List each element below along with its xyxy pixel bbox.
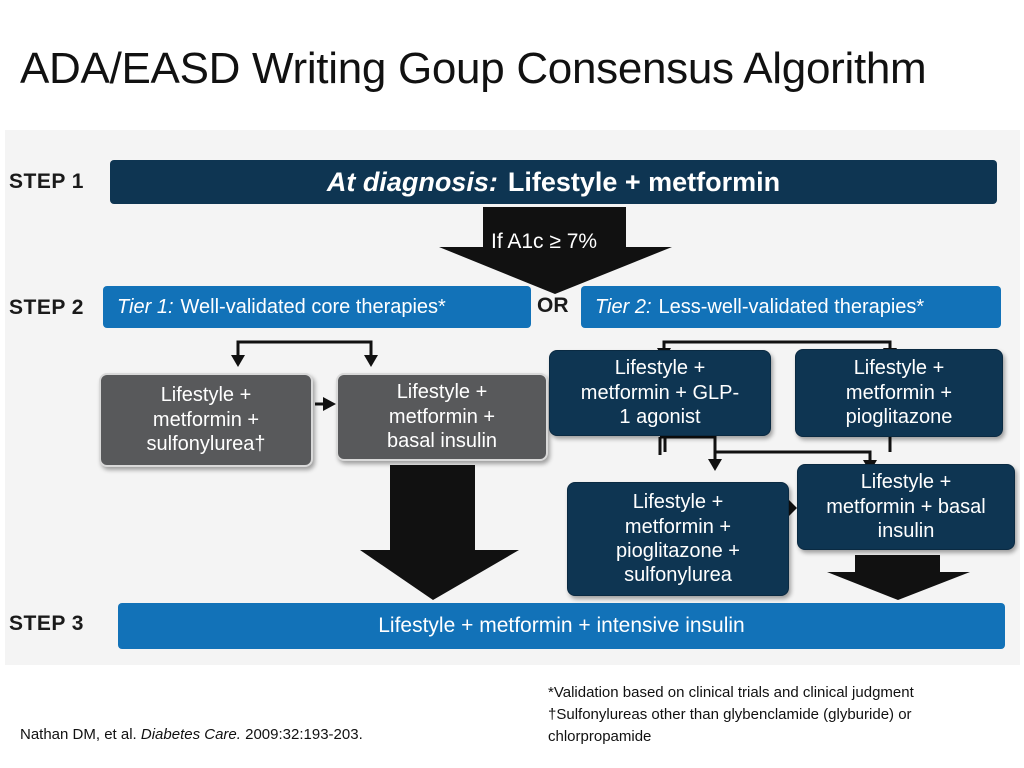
box-line: Lifestyle + <box>396 381 488 404</box>
tier1-prefix: Tier 1: <box>117 295 174 318</box>
box-line: Lifestyle + <box>632 491 724 514</box>
box-line: sulfonylurea <box>624 564 732 587</box>
arrow-condition-label: If A1c ≥ 7% <box>491 230 598 253</box>
tier2-to-step3-arrow <box>827 555 970 600</box>
tier1-left-arrowhead <box>231 355 245 367</box>
footnote-validation: *Validation based on clinical trials and… <box>548 684 914 701</box>
tier2-lower-left-arrowhead <box>708 459 722 471</box>
box-line: metformin + <box>845 381 953 404</box>
tier2-lower-right-connector <box>715 450 872 460</box>
box-line: Lifestyle + <box>160 384 252 407</box>
tier2-box-pioglitazone: Lifestyle + metformin + pioglitazone <box>795 349 1003 437</box>
tier1-box-basal-insulin: Lifestyle + metformin + basal insulin <box>336 373 548 461</box>
tier2-lower-link-arrowhead <box>787 498 797 518</box>
tier2-text: Less-well-validated therapies* <box>658 295 925 318</box>
tier2-box-basal-insulin: Lifestyle + metformin + basal insulin <box>797 464 1015 550</box>
tier1-split-connector <box>236 340 373 355</box>
box-line: metformin + GLP- <box>580 381 740 404</box>
tier2-box-glp1: Lifestyle + metformin + GLP- 1 agonist <box>549 350 771 436</box>
citation-details: 2009:32:193-203. <box>245 726 363 743</box>
box-line: sulfonylurea† <box>146 433 266 456</box>
citation-authors: Nathan DM, et al. <box>20 726 137 743</box>
tier2-prefix: Tier 2: <box>595 295 652 318</box>
box-line: Lifestyle + <box>614 357 706 380</box>
tier1-right-arrowhead <box>364 355 378 367</box>
step1-bar: At diagnosis: Lifestyle + metformin <box>110 160 997 204</box>
condition-arrow-shape <box>439 207 672 294</box>
box-line: insulin <box>877 520 935 543</box>
step3-label: STEP 3 <box>9 612 84 635</box>
footnotes: *Validation based on clinical trials and… <box>548 682 914 748</box>
tier1-link-arrowhead <box>323 397 336 411</box>
box-line: metformin + <box>388 405 496 428</box>
or-label: OR <box>537 294 569 317</box>
box-line: Lifestyle + <box>853 357 945 380</box>
footnote-sulfonylureas: †Sulfonylureas other than glybenclamide … <box>548 706 912 723</box>
diagram-connectors <box>231 207 970 600</box>
step3-bar: Lifestyle + metformin + intensive insuli… <box>118 603 1005 649</box>
box-line: metformin + basal <box>826 495 986 518</box>
box-line: 1 agonist <box>619 406 701 429</box>
tier2-split-connector <box>662 340 892 348</box>
box-line: pioglitazone <box>845 406 953 429</box>
algorithm-diagram: STEP 1 STEP 2 STEP 3 At diagnosis: Lifes… <box>5 130 1020 665</box>
step1-bar-prefix: At diagnosis: <box>326 166 498 197</box>
citation: Nathan DM, et al. Diabetes Care. 2009:32… <box>20 726 363 743</box>
box-line: basal insulin <box>386 430 498 453</box>
slide-title: ADA/EASD Writing Goup Consensus Algorith… <box>20 44 927 93</box>
tier1-box-sulfonylurea: Lifestyle + metformin + sulfonylurea† <box>99 373 313 467</box>
step2-label: STEP 2 <box>9 296 84 319</box>
box-line: pioglitazone + <box>616 540 740 562</box>
tier1-text: Well-validated core therapies* <box>180 295 446 318</box>
tier2-box-pioglitazone-sulfonylurea: Lifestyle + metformin + pioglitazone + s… <box>567 482 789 596</box>
tier2-lower-split-connector <box>658 435 717 459</box>
step1-label: STEP 1 <box>9 170 84 193</box>
tier2-bar: Tier 2: Less-well-validated therapies* <box>581 286 1001 328</box>
step1-bar-text: Lifestyle + metformin <box>507 166 781 197</box>
box-line: metformin + <box>152 408 260 431</box>
box-line: metformin + <box>624 515 732 538</box>
citation-journal: Diabetes Care. <box>140 726 241 743</box>
tier1-to-step3-arrow <box>360 465 519 600</box>
footnote-sulfonylureas-cont: chlorpropamide <box>548 728 652 745</box>
tier1-bar: Tier 1: Well-validated core therapies* <box>103 286 531 328</box>
box-line: Lifestyle + <box>860 471 952 494</box>
